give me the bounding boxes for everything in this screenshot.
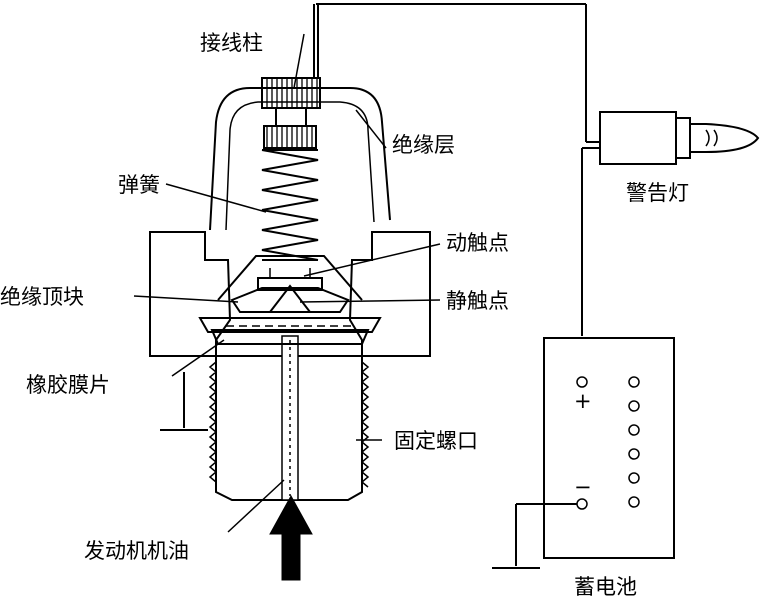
wiring [313, 3, 600, 336]
housing-right [348, 231, 431, 357]
insulating-top-block [230, 287, 350, 313]
static-contact [267, 284, 313, 313]
label-warning-lamp: 警告灯 [626, 181, 689, 205]
thread-teeth-left [208, 361, 218, 483]
label-battery: 蓄电池 [574, 575, 637, 599]
diaphragm-chamber [210, 329, 370, 345]
warning-lamp-icon [599, 111, 760, 165]
ground-symbol-right [492, 503, 577, 569]
switch-body [149, 77, 431, 501]
housing-left [149, 231, 232, 357]
label-static-contact: 静触点 [446, 289, 509, 313]
spring [261, 149, 319, 261]
battery-minus-sign: − [574, 475, 592, 499]
label-spring: 弹簧 [118, 173, 160, 197]
battery-icon [543, 337, 675, 559]
label-moving-contact: 动触点 [446, 231, 509, 255]
label-fixing-thread: 固定螺口 [394, 429, 478, 453]
label-rubber-diaphragm: 橡胶膜片 [26, 373, 110, 397]
spring-cap [263, 125, 317, 149]
ground-symbol-left [160, 372, 208, 431]
label-engine-oil: 发动机机油 [84, 539, 189, 563]
thread-teeth-right [360, 361, 370, 488]
label-terminal-post: 接线柱 [200, 31, 263, 55]
leader-lines [133, 33, 441, 533]
battery-plus-sign: + [574, 389, 592, 413]
oil-arrow [269, 494, 313, 581]
label-insulation-layer: 绝缘层 [392, 133, 455, 157]
rubber-diaphragm [198, 317, 382, 333]
terminal-post [261, 77, 321, 109]
moving-contact [257, 277, 323, 291]
label-insulating-top-block: 绝缘顶块 [0, 285, 84, 309]
thread-body [215, 355, 363, 501]
